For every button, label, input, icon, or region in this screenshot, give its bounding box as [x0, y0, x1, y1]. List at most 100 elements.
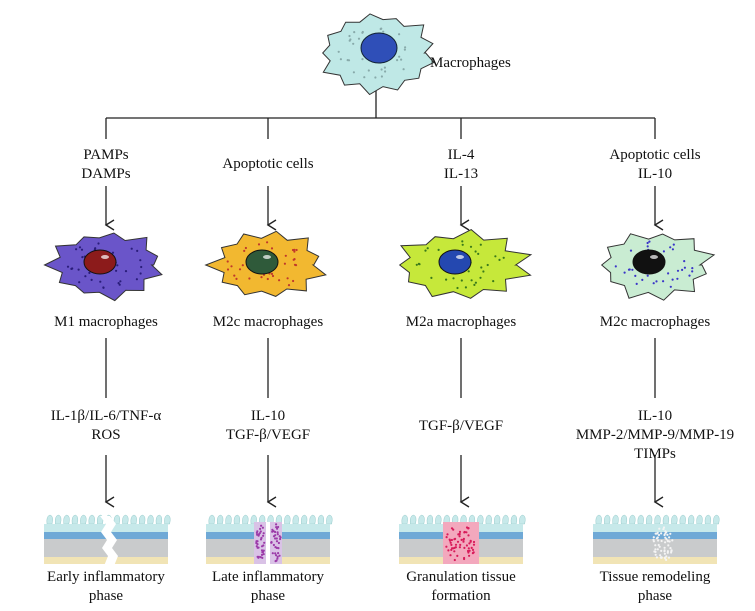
epidermis-villus	[80, 514, 87, 525]
cell-dot	[646, 274, 649, 277]
cell-nucleus	[632, 249, 666, 275]
epidermis-villus	[250, 514, 257, 525]
root-cell-dot	[380, 68, 383, 71]
infiltrate-dot	[276, 557, 279, 560]
epidermis-villus	[130, 514, 137, 525]
root-cell-dot	[348, 34, 351, 38]
epidermis-villus	[284, 514, 291, 525]
cell-dot	[648, 240, 651, 243]
granulation-dot	[447, 549, 450, 552]
epidermis-villus	[155, 514, 163, 525]
cell-dot	[635, 282, 638, 285]
infiltrate-dot	[256, 546, 259, 549]
root-cell-dot	[398, 55, 401, 58]
epidermis-villus	[71, 514, 79, 525]
cell-dot	[683, 260, 686, 263]
cell-dot	[119, 280, 122, 283]
epidermis-villus	[460, 514, 467, 525]
remodel-speckle	[657, 533, 661, 537]
epidermis-villus	[401, 514, 408, 525]
cell-dot	[474, 281, 477, 284]
granulation-dot	[468, 549, 471, 552]
stimulus-label-line: Apoptotic cells	[609, 147, 701, 163]
infiltrate-dot	[260, 553, 264, 557]
phase-label-line: phase	[88, 588, 124, 604]
epidermis-villus	[258, 514, 266, 525]
phenotype-label: M2c macrophages	[212, 314, 324, 330]
cell-dot	[623, 271, 626, 274]
infiltrate-dot	[277, 541, 280, 545]
root-cell-nucleus	[360, 32, 398, 64]
phase-label-line: Tissue remodeling	[599, 569, 711, 585]
cell-dot	[226, 268, 230, 271]
remodel-speckle	[670, 549, 673, 552]
stimulus-label-line: PAMPs	[83, 147, 129, 163]
epidermis-villus	[242, 514, 249, 525]
cell-dot	[284, 254, 287, 257]
epidermis-villus	[671, 514, 678, 525]
cell-dot	[629, 249, 633, 252]
stimulus-label-line: IL-10	[637, 166, 673, 182]
wound-gap	[100, 516, 118, 566]
cell-dot	[115, 269, 118, 272]
root-cell-dot	[353, 30, 356, 34]
remodel-speckle	[670, 551, 673, 554]
granulation-dot	[456, 554, 459, 558]
infiltrate-dot	[276, 531, 279, 534]
epidermis-villus	[418, 514, 425, 525]
epidermis-villus	[426, 514, 434, 525]
cell-dot	[266, 277, 269, 281]
cell-dot	[235, 277, 238, 280]
phenotype-label: M2a macrophages	[405, 314, 517, 330]
cell-dot	[627, 268, 631, 271]
granulation-dot	[468, 542, 471, 545]
cell-dot	[498, 258, 501, 261]
cell-nucleus	[245, 249, 279, 275]
root-cell-dot	[339, 58, 342, 61]
root-cell-dot	[404, 46, 407, 49]
root-cell-dot	[361, 58, 364, 61]
remodel-speckle	[663, 557, 667, 560]
epidermis-villus	[510, 514, 518, 525]
infiltrate-dot	[256, 540, 259, 543]
infiltrate-dot	[260, 524, 263, 527]
tissue-remodeling-speckle	[593, 514, 720, 564]
granulation-dot	[472, 540, 476, 544]
epidermis-villus	[713, 514, 720, 525]
infiltrate-dot	[257, 534, 260, 537]
root-cell-dot	[347, 59, 351, 62]
cell-dot	[426, 247, 429, 250]
infiltrate-dot	[259, 530, 262, 533]
cell-dot	[667, 272, 670, 275]
granulation-dot	[453, 558, 456, 562]
root-cell-dot	[363, 76, 366, 79]
infiltrate-dot	[274, 530, 277, 534]
skin-tissue-illustrations	[44, 514, 720, 566]
epidermis-villus	[216, 514, 224, 525]
cell-dot	[671, 248, 675, 251]
remodel-speckle	[659, 554, 662, 557]
phase-label-line: phase	[637, 588, 673, 604]
infiltrate-dot	[257, 556, 260, 559]
epidermis-villus	[493, 514, 501, 525]
cell-dot	[662, 250, 666, 253]
epidermis-villus	[620, 514, 628, 525]
granulation-dot	[449, 554, 452, 557]
epidermis-villus	[208, 514, 215, 525]
remodel-speckle	[668, 536, 671, 539]
cell-dot	[456, 286, 459, 290]
cell-dot	[672, 243, 675, 246]
root-cell-dot	[349, 38, 352, 41]
remodel-speckle	[660, 556, 663, 559]
granulation-dot	[467, 547, 470, 550]
cell-dot	[437, 248, 440, 251]
infiltrate-dot	[260, 536, 263, 540]
nucleus-highlight	[101, 255, 109, 259]
epidermis-villus	[595, 514, 602, 525]
dermis-gray-band	[593, 539, 717, 557]
cell-dot	[75, 248, 78, 251]
infiltrate-dot	[276, 527, 279, 530]
remodel-speckle	[655, 556, 659, 559]
